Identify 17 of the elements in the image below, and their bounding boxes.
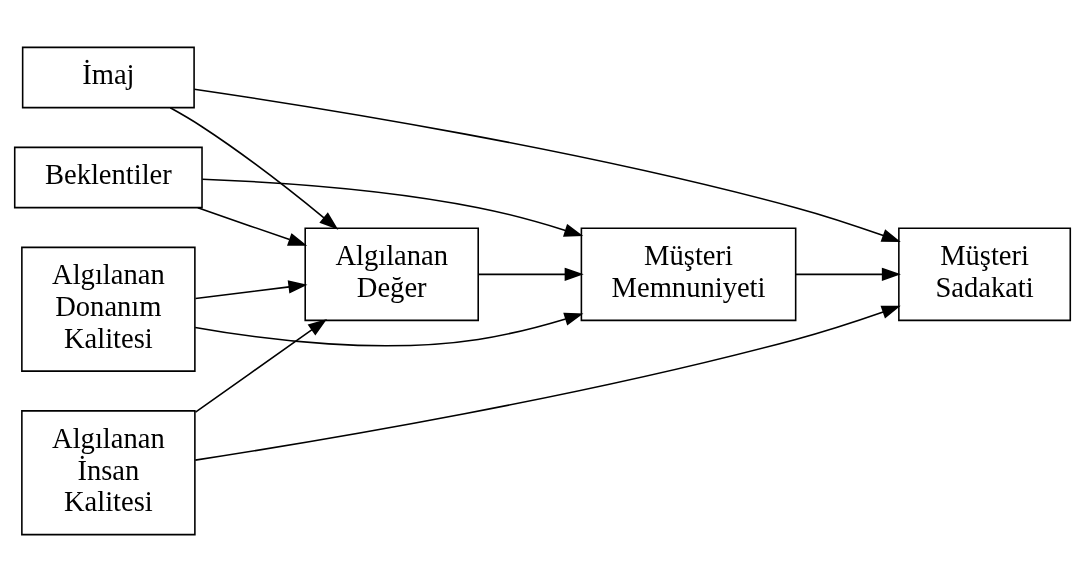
- arrow: [194, 279, 308, 299]
- arrow: [197, 206, 308, 246]
- arrow: [169, 106, 339, 230]
- node-box: Müşteri Memnuniyeti: [580, 227, 797, 321]
- node-box: Algılanan Donanım Kalitesi: [21, 246, 196, 372]
- node-box: Algılanan İnsan Kalitesi: [21, 409, 196, 535]
- arrow: [193, 87, 901, 242]
- arrow: [477, 267, 584, 281]
- node-box: Beklentiler: [13, 146, 203, 208]
- arrow: [194, 318, 328, 413]
- node-box: İmaj: [21, 46, 195, 108]
- arrow: [194, 312, 584, 347]
- arrow: [795, 267, 901, 281]
- arrow: [194, 305, 901, 461]
- node-box: Algılanan Değer: [304, 227, 479, 321]
- node-box: Müşteri Sadakati: [898, 227, 1072, 321]
- arrow: [201, 177, 584, 237]
